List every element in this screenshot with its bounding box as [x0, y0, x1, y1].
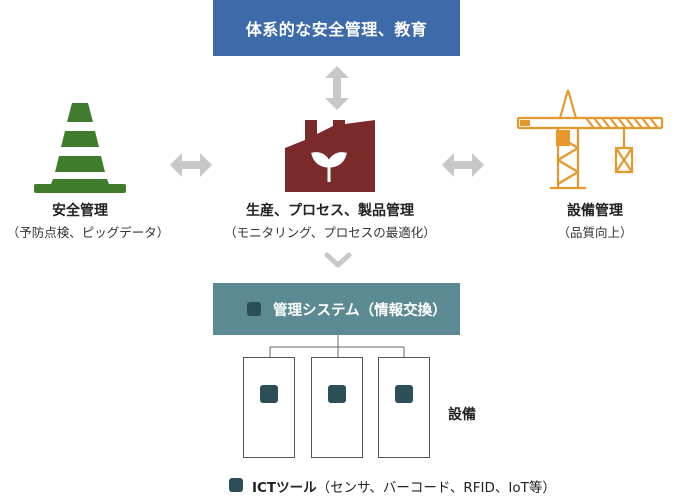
ict-legend-rest: （センサ、バーコード、RFID、IoT等）	[316, 480, 556, 496]
right-double-arrow-icon	[442, 153, 484, 177]
vertical-double-arrow-icon	[325, 66, 349, 110]
ict-legend: ICTツール（センサ、バーコード、RFID、IoT等）	[252, 476, 556, 496]
center-node-title: 生産、プロセス、製品管理	[246, 203, 414, 219]
management-system-label: 管理システム（情報交換）	[273, 302, 447, 319]
ict-legend-bold: ICTツール	[252, 480, 317, 496]
chevron-down-icon	[324, 252, 352, 268]
ict-square-icon	[247, 302, 261, 316]
traffic-cone-icon	[34, 103, 126, 193]
top-box-label: 体系的な安全管理、教育	[245, 20, 428, 39]
ict-square-icon	[328, 385, 346, 403]
left-double-arrow-icon	[170, 153, 212, 177]
equipment-label: 設備	[448, 407, 476, 423]
factory-icon	[285, 120, 375, 192]
equipment-unit	[311, 357, 363, 458]
ict-square-icon	[395, 385, 413, 403]
ict-legend-square-icon	[229, 478, 243, 492]
right-node-subtitle: （品質向上）	[557, 225, 633, 240]
equipment-unit	[378, 357, 430, 458]
equipment-unit	[243, 357, 295, 458]
management-system-box: 管理システム（情報交換）	[213, 283, 460, 335]
ict-square-icon	[260, 385, 278, 403]
left-node-subtitle: （予防点検、ピッグデータ）	[6, 225, 170, 240]
connector-lines	[269, 335, 405, 358]
top-box: 体系的な安全管理、教育	[213, 0, 460, 56]
center-node-subtitle: （モニタリング、プロセスの最適化）	[224, 225, 436, 240]
left-node-title: 安全管理	[52, 203, 108, 219]
crane-icon	[516, 89, 664, 190]
right-node-title: 設備管理	[567, 203, 623, 219]
